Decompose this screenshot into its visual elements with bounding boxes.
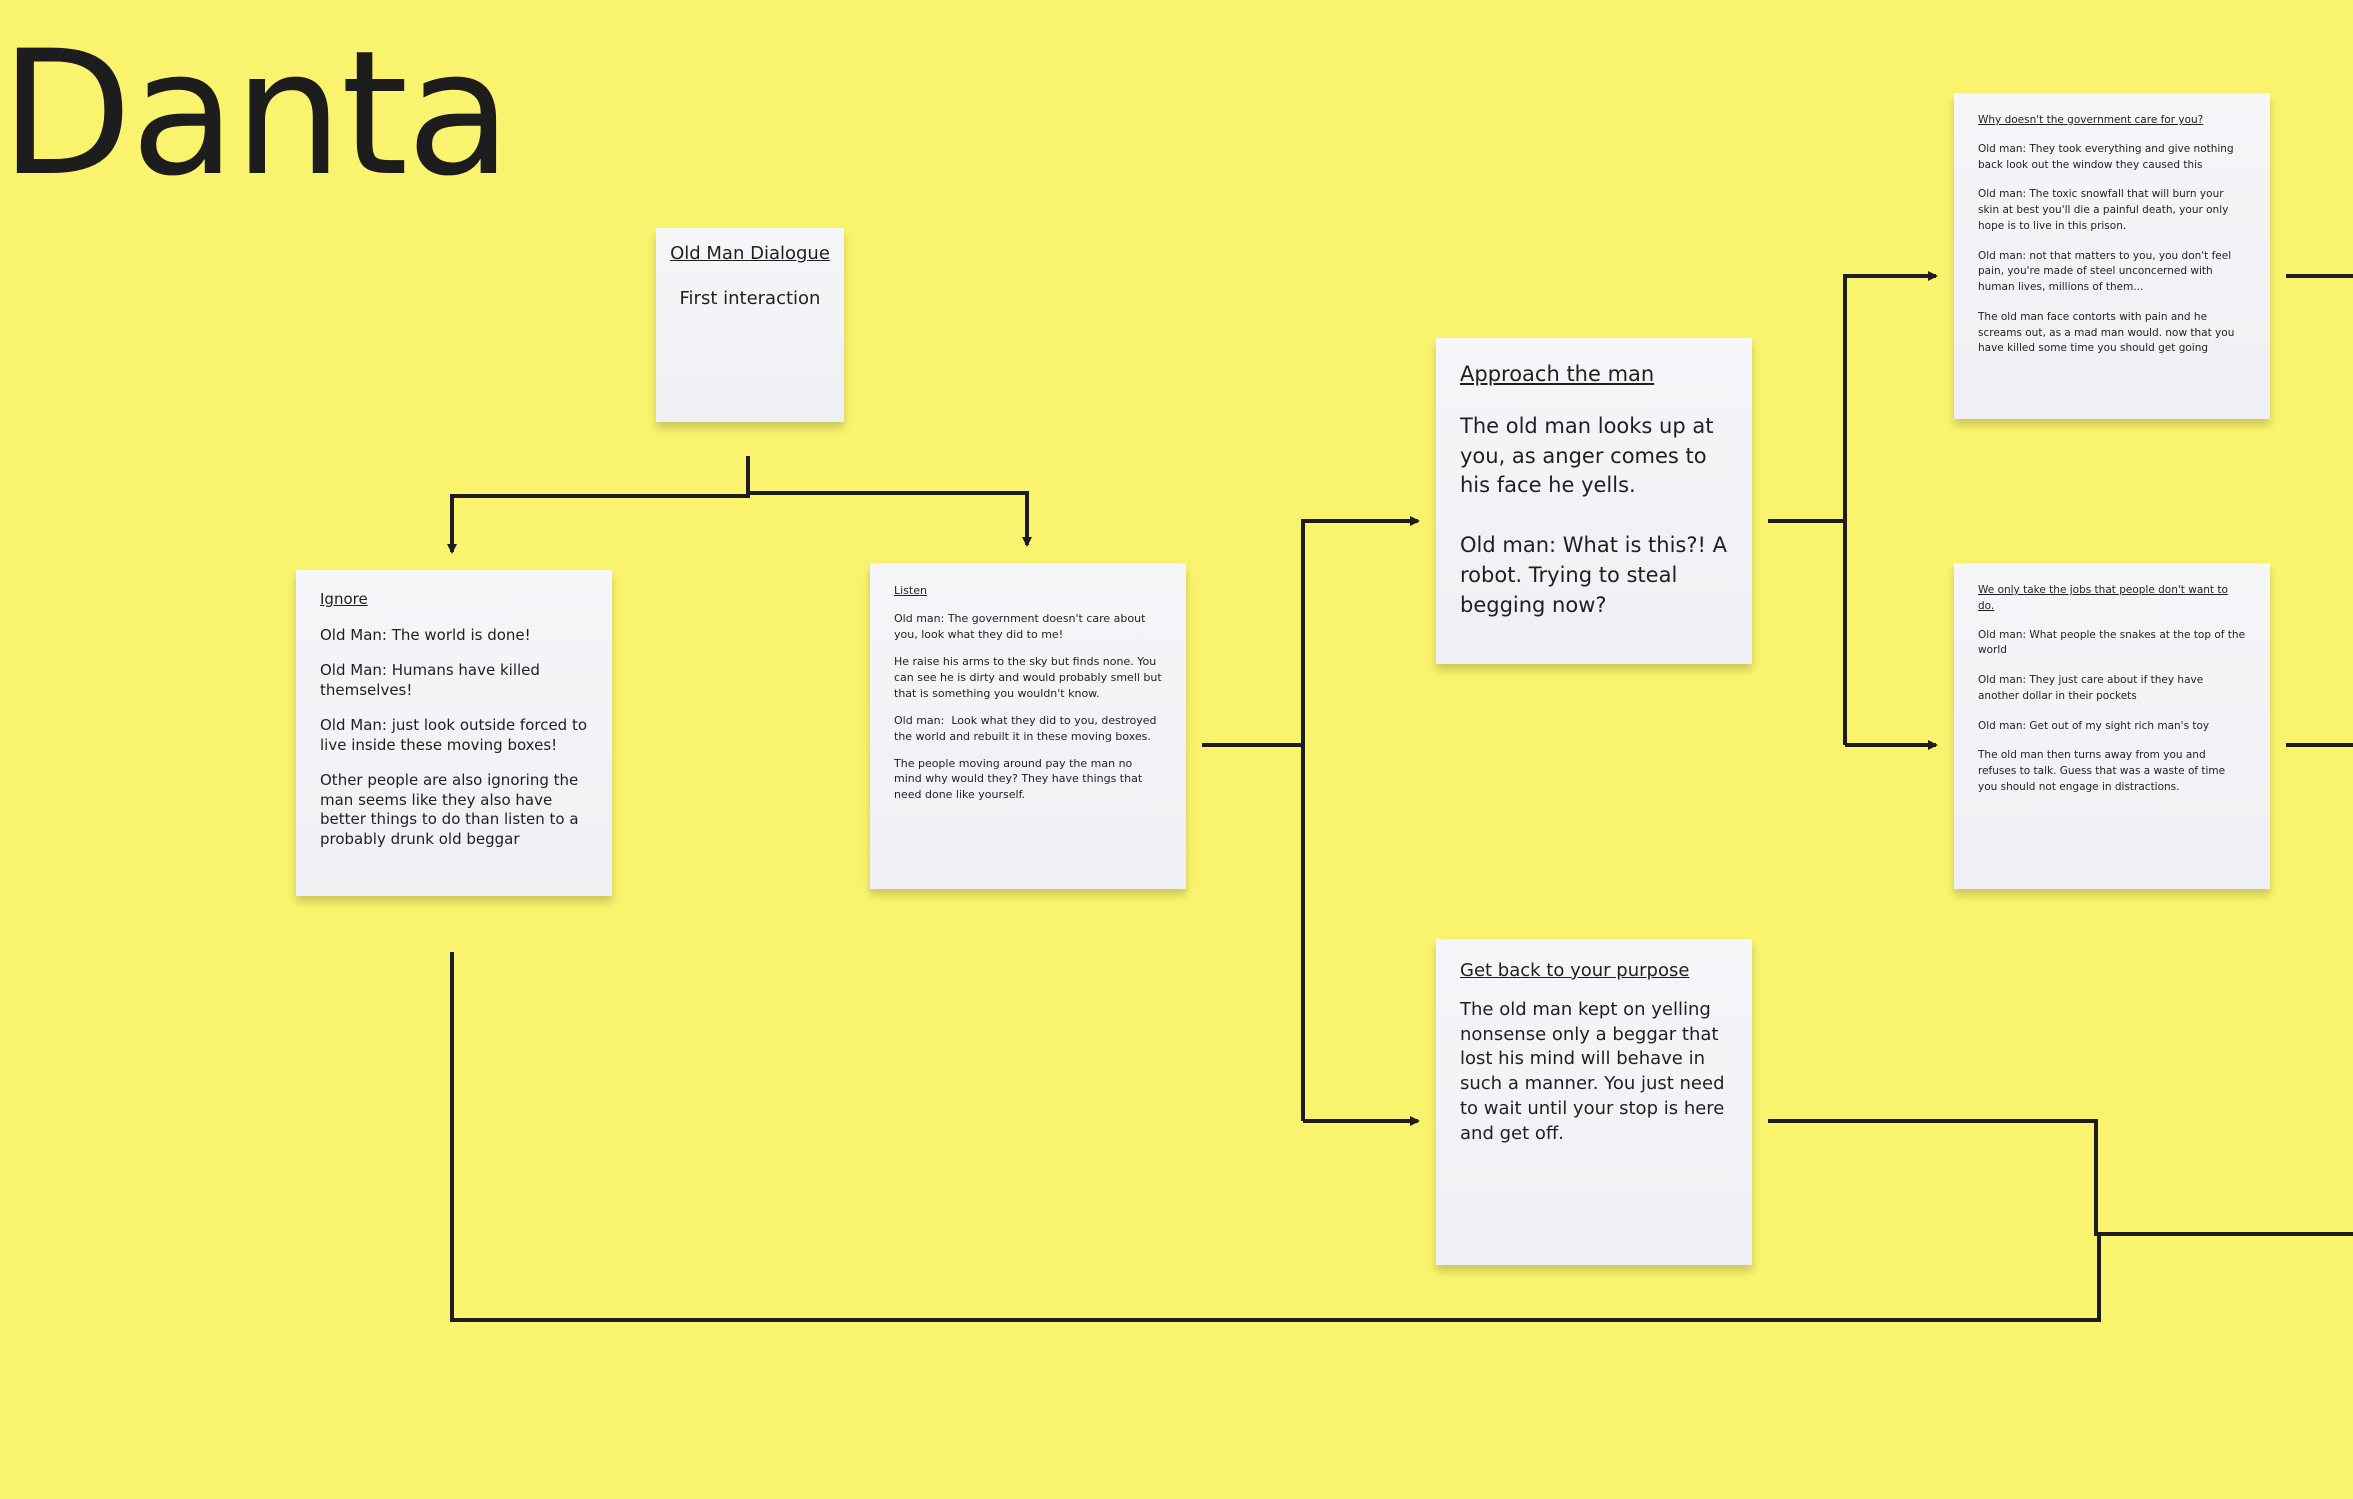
note-line: Old man: not that matters to you, you do… [1978, 249, 2235, 294]
note-line: The people moving around pay the man no … [894, 756, 1146, 802]
note-line: The old man kept on yelling nonsense onl… [1460, 998, 1731, 1144]
note-approach-the-man[interactable]: Approach the man The old man looks up at… [1436, 338, 1752, 664]
note-line: Old man: What people the snakes at the t… [1978, 628, 2249, 657]
note-line: Old man: They took everything and give n… [1978, 142, 2237, 171]
note-old-man-dialogue[interactable]: Old Man Dialogue First interaction [656, 228, 844, 422]
note-line: Old man: The government doesn't care abo… [894, 611, 1149, 641]
note-line: He raise his arms to the sky but finds n… [894, 654, 1166, 700]
note-line: The old man face contorts with pain and … [1978, 310, 2238, 355]
note-line: Old man: Look what they did to you, dest… [894, 713, 1160, 743]
connector-root-to-listen [748, 491, 1032, 547]
connector-approach-to-government [1843, 271, 1938, 745]
note-title: Old Man Dialogue [670, 243, 830, 264]
note-jobs[interactable]: We only take the jobs that people don't … [1954, 563, 2270, 889]
note-title: Get back to your purpose [1460, 960, 1690, 981]
note-line: Old man: The toxic snowfall that will bu… [1978, 188, 2232, 232]
note-listen[interactable]: Listen Old man: The government doesn't c… [870, 563, 1186, 889]
board-title: Danta [0, 13, 512, 214]
note-title: We only take the jobs that people don't … [1978, 584, 2228, 612]
connector-ignore-loop [450, 952, 2101, 1322]
note-line: Old man: What is this?! A robot. Trying … [1460, 533, 1734, 617]
note-line: Old Man: Humans have killed themselves! [320, 661, 545, 699]
note-title: Why doesn't the government care for you? [1978, 114, 2204, 126]
note-line: Old Man: just look outside forced to liv… [320, 716, 592, 754]
note-get-back-to-your-purpose[interactable]: Get back to your purpose The old man kep… [1436, 939, 1752, 1265]
note-line: Other people are also ignoring the man s… [320, 771, 584, 848]
note-line: Old man: They just care about if they ha… [1978, 674, 2207, 702]
note-line: Old Man: The world is done! [320, 625, 531, 644]
note-ignore[interactable]: Ignore Old Man: The world is done! Old M… [296, 570, 612, 896]
connector-listen-to-approach [1301, 516, 1420, 1121]
note-line: First interaction [679, 288, 821, 310]
note-government[interactable]: Why doesn't the government care for you?… [1954, 93, 2270, 419]
note-title: Listen [894, 584, 927, 597]
connector-root-to-ignore [447, 456, 750, 554]
note-line: The old man looks up at you, as anger co… [1460, 413, 1721, 498]
note-line: Old man: Get out of my sight rich man's … [1978, 719, 2210, 732]
note-title: Ignore [320, 590, 368, 608]
note-line: The old man then turns away from you and… [1978, 749, 2229, 793]
note-title: Approach the man [1460, 362, 1655, 386]
connector-purpose-exit [1768, 1119, 2353, 1236]
